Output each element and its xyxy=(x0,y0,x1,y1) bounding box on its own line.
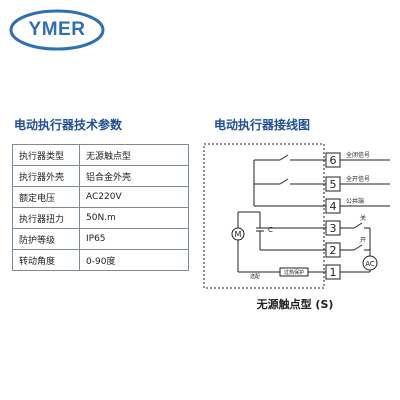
table-row: 转动角度 0-90度 xyxy=(12,249,189,271)
terminal-number: 4 xyxy=(330,200,337,213)
spec-table: 执行器类型 无源触点型 执行器外壳 铝合金外壳 额定电压 AC220V 执行器扭… xyxy=(12,144,189,271)
thermal-protector xyxy=(279,267,309,277)
switch-label-open: 开 xyxy=(360,237,366,244)
wiring-title: 电动执行器接线图 xyxy=(214,118,311,132)
table-row: 防护等级 IP65 xyxy=(12,228,189,250)
capacitor-label: C xyxy=(268,226,273,234)
wiring-svg: 6 5 4 3 2 1 全闭信号 全开信号 公共端 关 开 M C AC 过热保… xyxy=(203,143,390,289)
protector-label: 过热保护 xyxy=(284,269,304,276)
optional-mark-label: 选配 xyxy=(250,273,260,280)
spec-label: 防护等级 xyxy=(12,228,80,250)
motor-label: M xyxy=(235,230,242,239)
terminal-number: 1 xyxy=(330,266,337,279)
spec-value: 50N.m xyxy=(79,207,189,229)
spec-value: 0-90度 xyxy=(79,249,189,271)
table-row: 执行器类型 无源触点型 xyxy=(12,144,189,166)
spec-label: 额定电压 xyxy=(12,186,80,208)
terminal-number: 2 xyxy=(330,244,337,257)
wiring-diagram: 6 5 4 3 2 1 全闭信号 全开信号 公共端 关 开 M C AC 过热保… xyxy=(200,140,392,320)
spec-label: 转动角度 xyxy=(12,249,80,271)
logo-text: YMER xyxy=(28,19,86,40)
spec-value: IP65 xyxy=(79,228,189,250)
ac-source-label: AC xyxy=(365,260,375,268)
switch-label-close: 关 xyxy=(360,214,366,222)
logo-ellipse xyxy=(9,9,105,51)
brand-logo: YMER xyxy=(8,8,106,52)
terminal-number: 6 xyxy=(330,154,337,167)
spec-label: 执行器外壳 xyxy=(12,165,80,187)
table-row: 执行器扭力 50N.m xyxy=(12,207,189,229)
terminal-number: 3 xyxy=(330,222,337,235)
spec-label: 执行器扭力 xyxy=(12,207,80,229)
signal-label-common: 公共端 xyxy=(346,197,364,205)
spec-value: 无源触点型 xyxy=(79,144,189,166)
specs-title: 电动执行器技术参数 xyxy=(14,118,123,132)
signal-label-open: 全开信号 xyxy=(346,175,370,183)
signal-label-closed: 全闭信号 xyxy=(346,151,370,159)
table-row: 额定电压 AC220V xyxy=(12,186,189,208)
wiring-caption: 无源触点型 (S) xyxy=(256,298,334,311)
spec-value: AC220V xyxy=(79,186,189,208)
actuator-enclosure xyxy=(203,143,325,289)
terminal-number: 5 xyxy=(330,178,337,191)
table-row: 执行器外壳 铝合金外壳 xyxy=(12,165,189,187)
spec-label: 执行器类型 xyxy=(12,144,80,166)
spec-value: 铝合金外壳 xyxy=(79,165,189,187)
